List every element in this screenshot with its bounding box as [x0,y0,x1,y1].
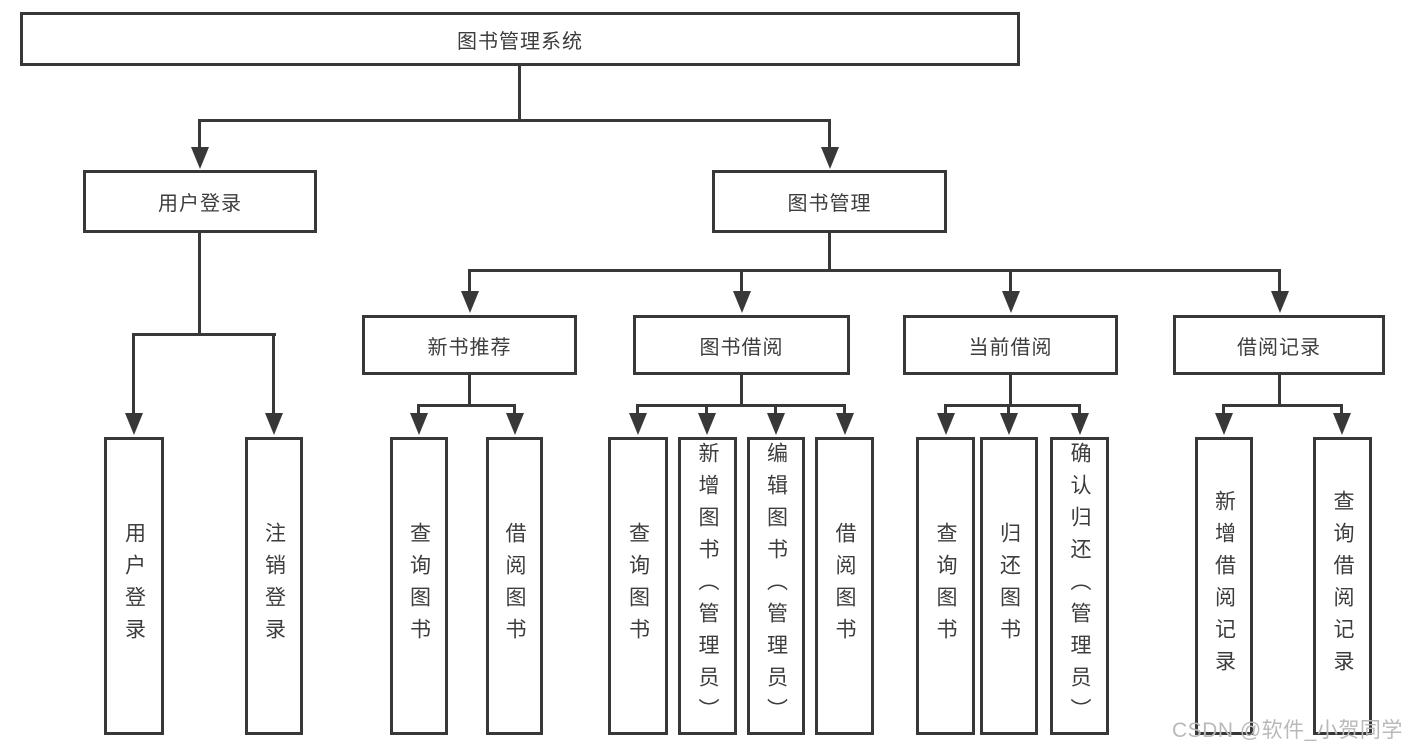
node-label: 图书管理系统 [457,30,583,53]
connector-leaf-stem [1340,404,1343,415]
arrow-down-icon [836,413,854,435]
arrow-down-icon [461,291,479,313]
node-label: 确认归还（管理员） [1068,442,1091,730]
connector-leaf-stem [843,404,846,415]
node-book-borrowing: 图书借阅 [633,315,850,375]
connector-to-new-book-recommendation [468,269,471,293]
node-label: 查询图书 [934,522,957,650]
connector-leaf-stem [1007,404,1010,415]
arrow-down-icon [767,413,785,435]
node-label: 图书借阅 [699,336,784,359]
node-leaf-add-borrow-record: 新增借阅记录 [1195,437,1253,735]
connector-leaf-stem [417,404,420,415]
node-user-login-branch: 用户登录 [83,170,317,233]
arrow-down-icon [1002,291,1020,313]
node-leaf-logout: 注销登录 [245,437,303,735]
connector-leaf-stem [705,404,708,415]
node-label: 归还图书 [997,522,1021,650]
arrow-down-icon [937,413,955,435]
arrow-down-icon [1215,413,1233,435]
arrow-down-icon [1333,413,1351,435]
arrow-down-icon [191,147,209,169]
arrow-down-icon [1000,413,1018,435]
node-current-borrowing: 当前借阅 [903,315,1118,375]
node-label: 当前借阅 [968,336,1053,359]
connector-to-borrowing-records [1278,269,1281,293]
node-leaf-recommend-query-books: 查询图书 [390,437,448,735]
connector-current-split [944,404,1081,407]
csdn-watermark: CSDN @软件_小贺同学 [1172,719,1403,742]
connector-to-user-login-leaf [132,333,135,415]
connector-records-stem [1278,375,1281,407]
connector-borrowing-stem [740,375,743,407]
node-label: 查询图书 [626,522,650,650]
node-leaf-confirm-return-admin: 确认归还（管理员） [1050,437,1109,735]
connector-leaf-stem [944,404,947,415]
node-borrowing-records: 借阅记录 [1173,315,1385,375]
node-label: 用户登录 [158,193,242,215]
node-new-book-recommendation: 新书推荐 [362,315,577,375]
node-label: 查询图书 [407,522,431,650]
connector-recommendation-stem [468,375,471,407]
arrow-down-icon [410,413,428,435]
node-library-management-system: 图书管理系统 [20,12,1020,66]
node-label: 新增借阅记录 [1212,490,1236,682]
node-leaf-current-query-books: 查询图书 [916,437,975,735]
node-leaf-borrow-query-books: 查询图书 [608,437,668,735]
node-label: 编辑图书（管理员） [764,442,788,730]
arrow-down-icon [125,413,143,435]
connector-to-book-borrowing [740,269,743,293]
connector-leaf-stem [513,404,516,415]
node-label: 借阅图书 [833,522,856,650]
node-leaf-query-borrow-record: 查询借阅记录 [1313,437,1372,735]
node-leaf-return-books: 归还图书 [980,437,1038,735]
arrow-down-icon [265,413,283,435]
arrow-down-icon [1071,413,1089,435]
arrow-down-icon [629,413,647,435]
connector-root-split [198,119,831,122]
node-book-management-branch: 图书管理 [712,170,947,233]
connector-current-stem [1009,375,1012,407]
node-label: 注销登录 [262,522,286,650]
connector-leaf-stem [1078,404,1081,415]
connector-borrowing-split [636,404,846,407]
connector-book-management-split [468,269,1281,272]
connector-user-login-split [132,333,276,336]
arrow-down-icon [506,413,524,435]
arrow-down-icon [698,413,716,435]
node-label: 用户登录 [122,522,146,650]
node-label: 新增图书（管理员） [696,442,719,730]
connector-leaf-stem [774,404,777,415]
connector-leaf-stem [636,404,639,415]
arrow-down-icon [733,291,751,313]
connector-to-logout-leaf [272,333,275,415]
node-leaf-recommend-borrow-books: 借阅图书 [486,437,543,735]
node-leaf-edit-books-admin: 编辑图书（管理员） [747,437,805,735]
connector-to-current-borrowing [1009,269,1012,293]
connector-root-stem [518,66,521,122]
connector-records-split [1222,404,1343,407]
connector-to-user-login [198,119,201,150]
node-label: 新书推荐 [427,336,512,359]
connector-leaf-stem [1222,404,1225,415]
node-label: 图书管理 [787,193,872,215]
connector-book-management-stem [828,231,831,272]
connector-user-login-stem [198,231,201,335]
node-label: 借阅图书 [503,522,526,650]
arrow-down-icon [821,147,839,169]
node-leaf-borrow-borrow-books: 借阅图书 [815,437,874,735]
node-leaf-add-books-admin: 新增图书（管理员） [678,437,737,735]
arrow-down-icon [1271,291,1289,313]
node-label: 借阅记录 [1237,336,1321,359]
node-label: 查询借阅记录 [1331,490,1354,682]
connector-to-book-management [828,119,831,150]
connector-recommendation-split [417,404,516,407]
node-leaf-user-login: 用户登录 [104,437,164,735]
